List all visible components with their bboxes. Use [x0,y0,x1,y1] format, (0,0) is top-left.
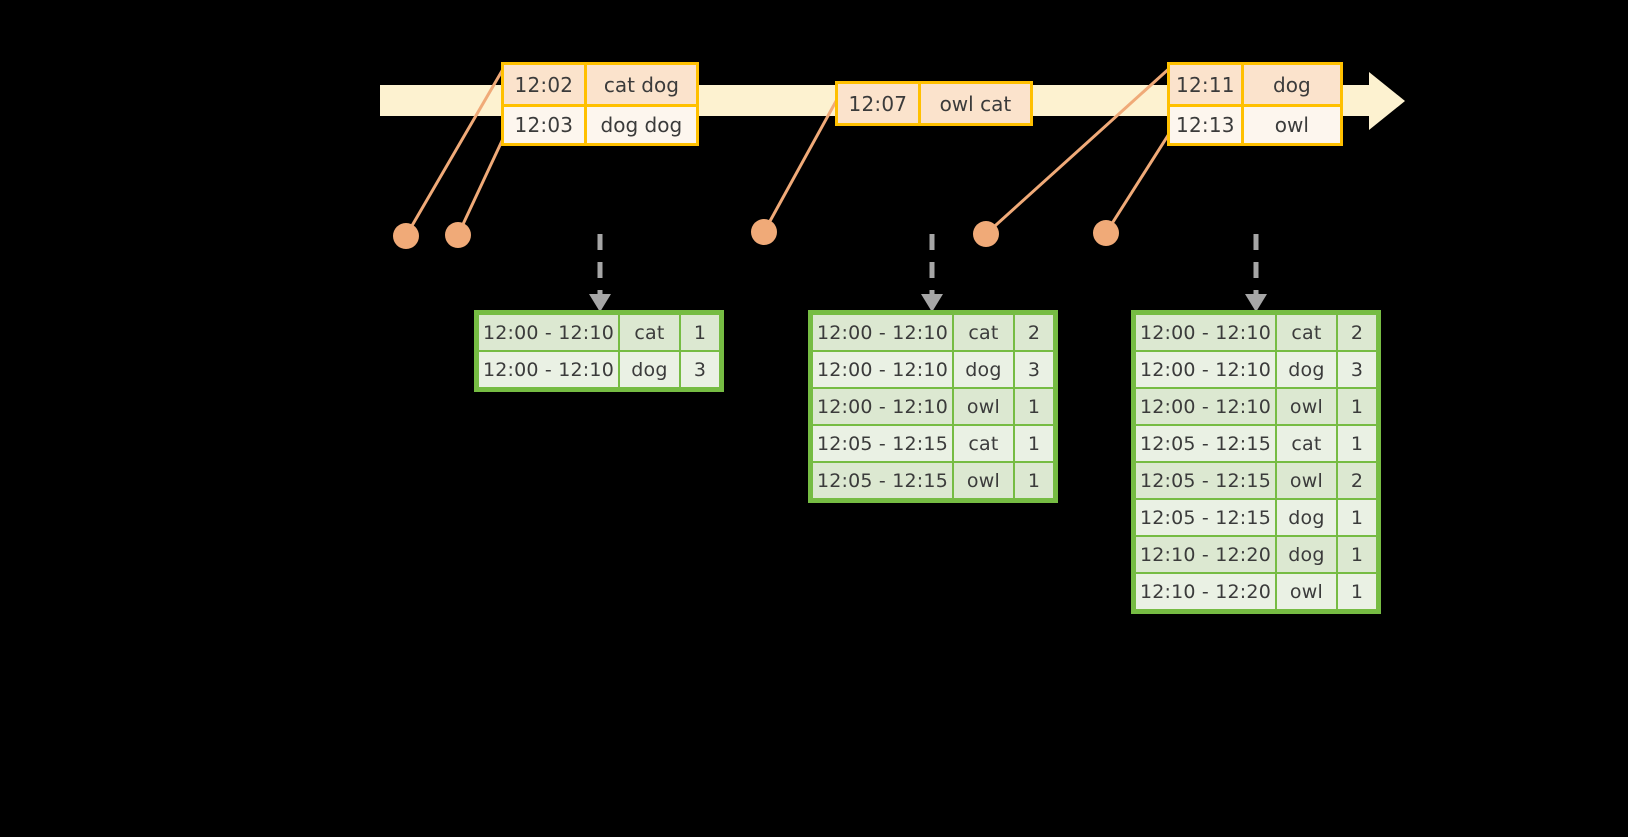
event-row: 12:13 owl [1170,104,1340,143]
word-cell: dog [1276,537,1336,572]
event-value: cat dog [603,72,679,97]
event-value: dog dog [600,113,683,137]
count-cell: 1 [1014,426,1053,461]
count-cell: 1 [1014,389,1053,424]
event-dot [1093,220,1119,246]
window-cell: 12:00 - 12:10 [1136,315,1275,350]
connector-line [1104,125,1176,234]
count-cell: 1 [1337,537,1376,572]
window-cell: 12:00 - 12:10 [1136,389,1275,424]
count-cell: 2 [1014,315,1053,350]
word-cell: dog [1276,352,1336,387]
event-time: 12:13 [1170,107,1244,143]
count-cell: 1 [680,315,719,350]
event-row: 12:11 dog [1170,65,1340,104]
word-cell: cat [953,315,1013,350]
word-cell: cat [953,426,1013,461]
window-cell: 12:05 - 12:15 [1136,426,1275,461]
word-cell: owl [953,389,1013,424]
window-cell: 12:05 - 12:15 [813,463,952,498]
count-cell: 3 [680,352,719,387]
word-cell: dog [619,352,679,387]
window-cell: 12:00 - 12:10 [479,315,618,350]
event-time: 12:02 [504,65,587,104]
window-cell: 12:00 - 12:10 [813,315,952,350]
count-cell: 1 [1014,463,1053,498]
count-cell: 3 [1337,352,1376,387]
window-cell: 12:05 - 12:15 [1136,500,1275,535]
event-row: 12:07 owl cat [838,84,1030,123]
word-cell: dog [953,352,1013,387]
word-cell: cat [1276,426,1336,461]
event-dot [393,223,419,249]
event-dot [973,221,999,247]
count-cell: 2 [1337,463,1376,498]
event-time: 12:11 [1170,65,1244,104]
word-cell: owl [1276,389,1336,424]
event-box-1[interactable]: 12:02 cat dog 12:03 dog dog [501,62,699,146]
event-value: dog [1273,72,1311,97]
count-cell: 1 [1337,426,1376,461]
window-cell: 12:00 - 12:10 [1136,352,1275,387]
word-cell: cat [1276,315,1336,350]
window-cell: 12:00 - 12:10 [813,352,952,387]
window-cell: 12:10 - 12:20 [1136,574,1275,609]
event-dot [445,222,471,248]
count-cell: 1 [1337,574,1376,609]
window-cell: 12:00 - 12:10 [813,389,952,424]
event-time: 12:03 [504,107,587,143]
event-dots [393,219,1119,249]
timeline-arrowhead-icon [1369,72,1405,130]
count-cell: 1 [1337,500,1376,535]
event-row: 12:02 cat dog [504,65,696,104]
word-cell: owl [1276,463,1336,498]
event-value: owl [1274,113,1309,137]
event-box-2[interactable]: 12:07 owl cat [835,81,1033,126]
count-cell: 2 [1337,315,1376,350]
word-cell: owl [1276,574,1336,609]
word-cell: owl [953,463,1013,498]
event-row: 12:03 dog dog [504,104,696,143]
event-value: owl cat [939,91,1012,116]
event-time: 12:07 [838,84,921,123]
dashed-arrows [589,234,1267,312]
event-box-3[interactable]: 12:11 dog 12:13 owl [1167,62,1343,146]
window-cell: 12:00 - 12:10 [479,352,618,387]
count-cell: 1 [1337,389,1376,424]
window-cell: 12:05 - 12:15 [813,426,952,461]
event-dot [751,219,777,245]
count-cell: 3 [1014,352,1053,387]
window-cell: 12:05 - 12:15 [1136,463,1275,498]
window-cell: 12:10 - 12:20 [1136,537,1275,572]
word-cell: dog [1276,500,1336,535]
word-cell: cat [619,315,679,350]
